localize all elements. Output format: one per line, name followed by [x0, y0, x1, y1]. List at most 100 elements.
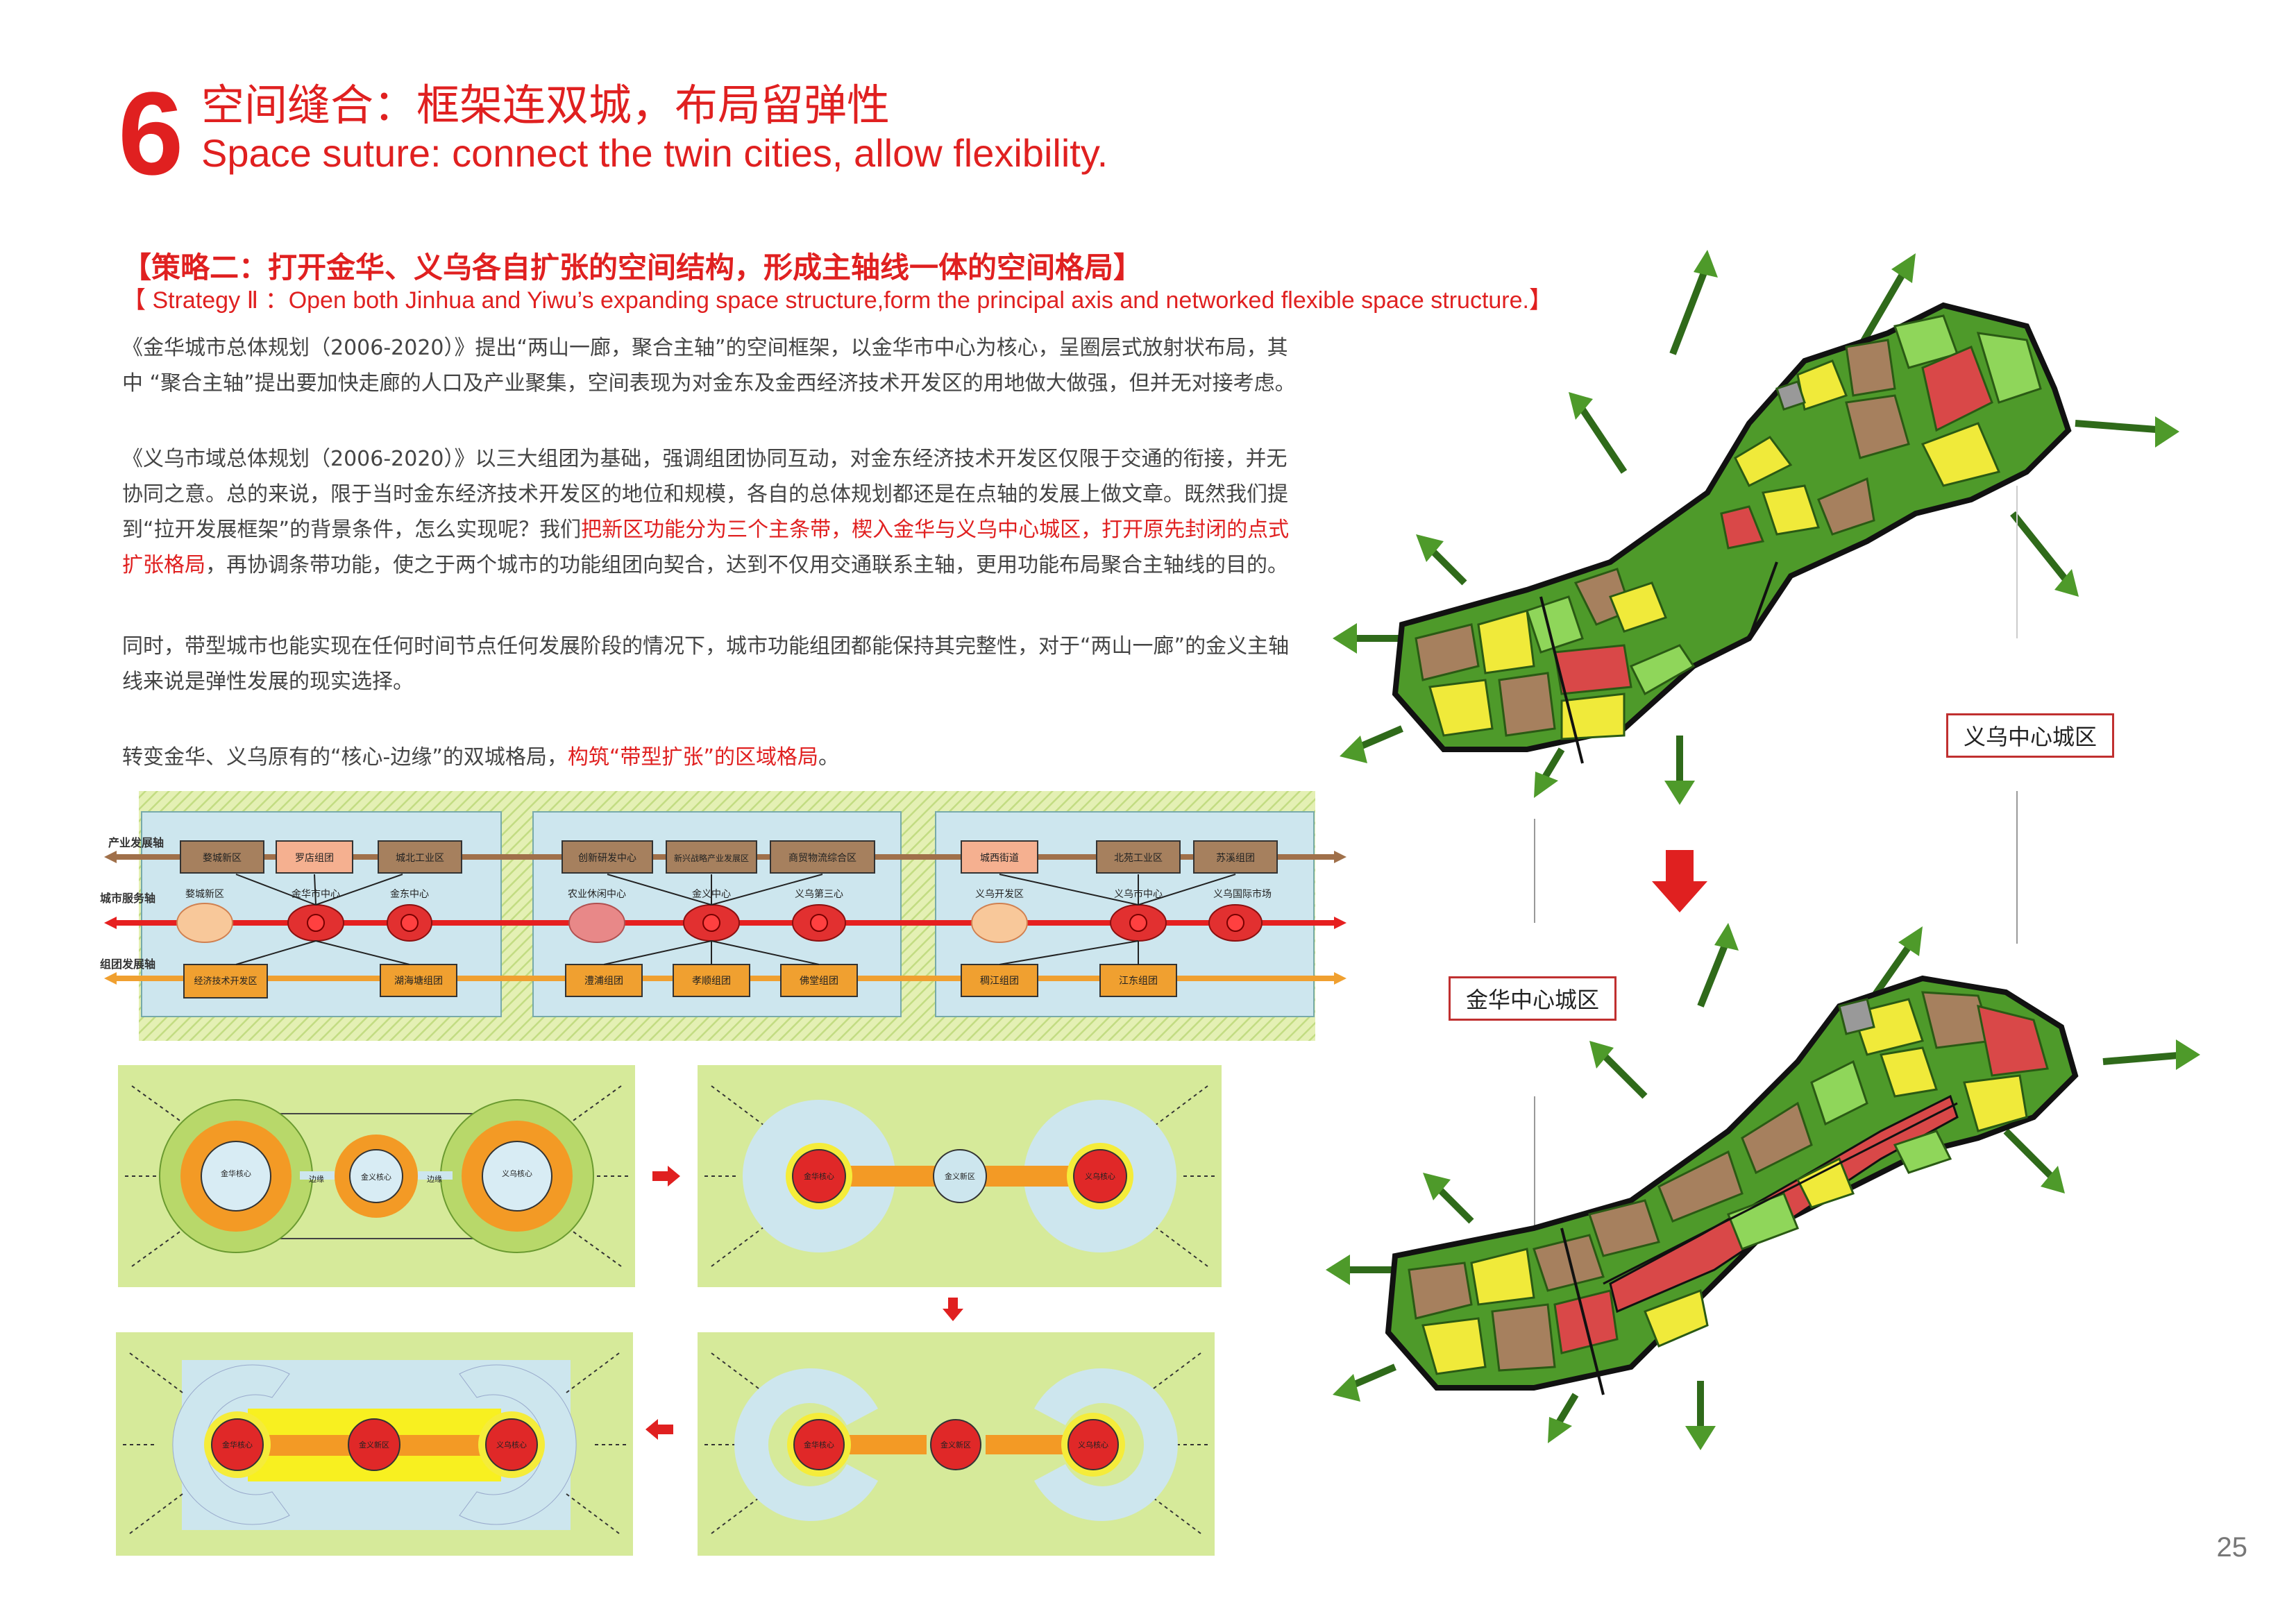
- map-current-structure: [1333, 250, 2179, 805]
- row-label-industry: 产业发展轴: [108, 836, 164, 849]
- page-title-cn: 空间缝合：框架连双城，布局留弹性: [201, 80, 890, 130]
- bottom-map-outward-arrows: [1326, 923, 2200, 1450]
- bottom-map-boundary-1: [1560, 1227, 1605, 1395]
- ring-d-jinhua-halo: [172, 1364, 290, 1525]
- p1-top-2: 罗店组团: [295, 853, 334, 864]
- ring-a-yiwu-core: 义乌核心: [440, 1099, 594, 1253]
- page-title-en: Space suture: connect the twin cities, a…: [201, 131, 1108, 175]
- axis-diagram: 产业发展轴 城市服务轴 组团发展轴 婺城新区 罗店组团 城北工业区 婺城新区 金…: [100, 791, 1347, 1041]
- p3-top-3: 苏溪组团: [1216, 853, 1255, 864]
- strategy-title-cn: 【策略二：打开金华、义乌各自扩张的空间结构，形成主轴线一体的空间格局】: [122, 250, 1143, 284]
- leader-line-3: [1534, 1096, 1535, 1249]
- ring-d-yiwu-label: 义乌核心: [496, 1440, 527, 1450]
- p2-mid-3: 义乌第三心: [795, 888, 843, 900]
- leader-line-2: [2016, 791, 2018, 944]
- map-proposed-structure: [1326, 923, 2200, 1450]
- strategy-title-en: 【 Strategy Ⅱ ：Open both Jinhua and Yiwu’…: [122, 287, 1553, 314]
- panel-1-mid-nodes: 婺城新区 金华市中心 金东中心: [176, 888, 432, 943]
- ring-c-bar-right: [986, 1435, 1069, 1454]
- ring-a-edge-right: 边缘: [427, 1175, 442, 1184]
- paragraph-4-text-a: 转变金华、义乌原有的“核心-边缘”的双城格局，: [122, 745, 568, 770]
- section-number: 6: [118, 68, 184, 200]
- ring-a-jinyi-core: 金义核心: [335, 1135, 418, 1218]
- p3-top-2: 北苑工业区: [1114, 853, 1163, 864]
- transform-arrow-down-icon: [1652, 850, 1707, 912]
- cluster-axis-arrow-left: [104, 972, 117, 985]
- paragraph-4: 转变金华、义乌原有的“核心-边缘”的双城格局，构筑“带型扩张”的区域格局。: [122, 740, 1302, 775]
- bottom-map-parcels: [1408, 991, 2049, 1375]
- ring-diagram-core-edge: 金华核心 金义核心 义乌核心 边缘 边缘: [118, 1065, 635, 1287]
- ring-c-bar-left: [843, 1435, 927, 1454]
- paragraph-4-highlight: 构筑“带型扩张”的区域格局: [567, 745, 819, 770]
- service-axis-arrow-left: [104, 917, 117, 929]
- leader-line-4: [2016, 486, 2018, 638]
- paragraph-2: 《义乌市域总体规划（2006-2020）》以三大组团为基础，强调组团协同互动，对…: [122, 441, 1302, 583]
- panel-2-mid-nodes: 农业休闲中心 金义中心 义乌第三心: [568, 888, 846, 943]
- top-map-outward-arrows: [1333, 250, 2179, 805]
- p2-mid-1: 农业休闲中心: [568, 889, 626, 900]
- p2-bottom-1: 澧浦组团: [584, 976, 623, 987]
- ring-b-jinyi-label: 金义新区: [945, 1171, 975, 1181]
- p2-bottom-3: 佛堂组团: [800, 976, 838, 987]
- flow-arrow-left-icon: [645, 1419, 673, 1440]
- p1-top-1: 婺城新区: [203, 853, 242, 864]
- ring-d-jinyi-new: 金义新区: [348, 1418, 400, 1471]
- ring-b-yiwu-label: 义乌核心: [1085, 1171, 1115, 1181]
- ring-d-jinhua-label: 金华核心: [222, 1440, 253, 1450]
- panel-1-top-boxes: 婺城新区 罗店组团 城北工业区: [180, 840, 462, 874]
- panel-1-connectors: [235, 874, 410, 965]
- ring-c-jinyi-new: 金义新区: [930, 1419, 981, 1470]
- ring-c-jinhua-halo: [734, 1368, 878, 1521]
- bottom-map-boundary-2: [1603, 1102, 1958, 1285]
- panel-1-bottom-boxes: 经济技术开发区 湖海塘组团: [183, 964, 457, 999]
- ring-b-jinhua-label: 金华核心: [804, 1171, 834, 1181]
- flow-arrow-down-icon: [943, 1298, 963, 1321]
- ring-b-jinhua-core: 金华核心: [786, 1143, 852, 1209]
- ring-c-yiwu-core: 义乌核心: [1061, 1413, 1125, 1477]
- ring-c-jinyi-label: 金义新区: [940, 1440, 971, 1450]
- paragraph-2-text-b: ，再协调条带功能，使之于两个城市的功能组团向契合，达到不仅用交通联系主轴，更用功…: [205, 553, 1288, 577]
- panel-3-connectors: [999, 874, 1236, 965]
- service-axis-arrow-right: [1334, 917, 1347, 929]
- ring-diagram-opening: 金华核心 金义新区 义乌核心: [698, 1332, 1215, 1556]
- ring-a-yiwu-label: 义乌核心: [502, 1169, 532, 1178]
- label-yiwu-center: 义乌中心城区: [1946, 713, 2115, 758]
- p3-top-1: 城西街道: [980, 853, 1019, 864]
- p2-top-1: 创新研发中心: [578, 853, 636, 864]
- panel-2-top-boxes: 创新研发中心 新兴战略产业发展区 商贸物流综合区: [562, 840, 875, 874]
- flow-arrow-right-icon: [652, 1166, 680, 1187]
- p2-top-3: 商贸物流综合区: [788, 853, 856, 864]
- ring-a-edge-left: 边缘: [309, 1175, 324, 1184]
- industry-axis-arrow-right: [1334, 851, 1347, 863]
- paragraph-3: 同时，带型城市也能实现在任何时间节点任何发展阶段的情况下，城市功能组团都能保持其…: [122, 634, 1290, 694]
- cluster-axis-arrow-right: [1334, 972, 1347, 985]
- ring-c-yiwu-halo: [1034, 1368, 1178, 1521]
- ring-c-jinhua-core: 金华核心: [787, 1413, 851, 1477]
- paragraph-2-text-a: 《义乌市域总体规划（2006-2020）》以三大组团为基础，强调组团协同互动，对…: [122, 447, 1288, 542]
- ring-a-jinhua-core: 金华核心: [159, 1099, 313, 1253]
- p3-bottom-1: 稠江组团: [980, 976, 1019, 987]
- p3-mid-1: 义乌开发区: [975, 889, 1024, 900]
- row-label-cluster: 组团发展轴: [100, 958, 155, 971]
- panel-2-connectors: [603, 874, 823, 965]
- ring-diagram-band: 金华核心 金义新区 义乌核心: [116, 1332, 633, 1556]
- paragraph-1: 《金华城市总体规划（2006-2020）》提出“两山一廊，聚合主轴”的空间框架，…: [122, 336, 1296, 396]
- page-number: 25: [2216, 1532, 2248, 1563]
- p2-top-2: 新兴战略产业发展区: [674, 853, 749, 863]
- ring-d-yiwu-halo: [459, 1364, 577, 1525]
- p1-top-3: 城北工业区: [396, 853, 444, 864]
- panel-3-mid-nodes: 义乌开发区 义乌市中心 义乌国际市场: [971, 888, 1272, 943]
- p3-mid-3: 义乌国际市场: [1213, 888, 1272, 900]
- top-map-parcels: [1415, 314, 2042, 740]
- ring-c-yiwu-label: 义乌核心: [1078, 1440, 1108, 1450]
- p2-bottom-2: 孝顺组团: [692, 976, 731, 987]
- ring-a-edge-links: 边缘 边缘: [300, 1171, 453, 1184]
- p1-mid-3: 金东中心: [390, 889, 429, 900]
- top-map-boundary-2: [1748, 561, 1778, 639]
- leader-line-1: [1534, 819, 1535, 923]
- ring-c-jinhua-label: 金华核心: [804, 1440, 834, 1450]
- ring-a-jinhua-label: 金华核心: [221, 1169, 251, 1178]
- ring-d-jinyi-label: 金义新区: [359, 1440, 389, 1450]
- ring-d-jinhua-core: 金华核心: [204, 1411, 271, 1478]
- p1-bottom-2: 湖海塘组团: [394, 976, 443, 987]
